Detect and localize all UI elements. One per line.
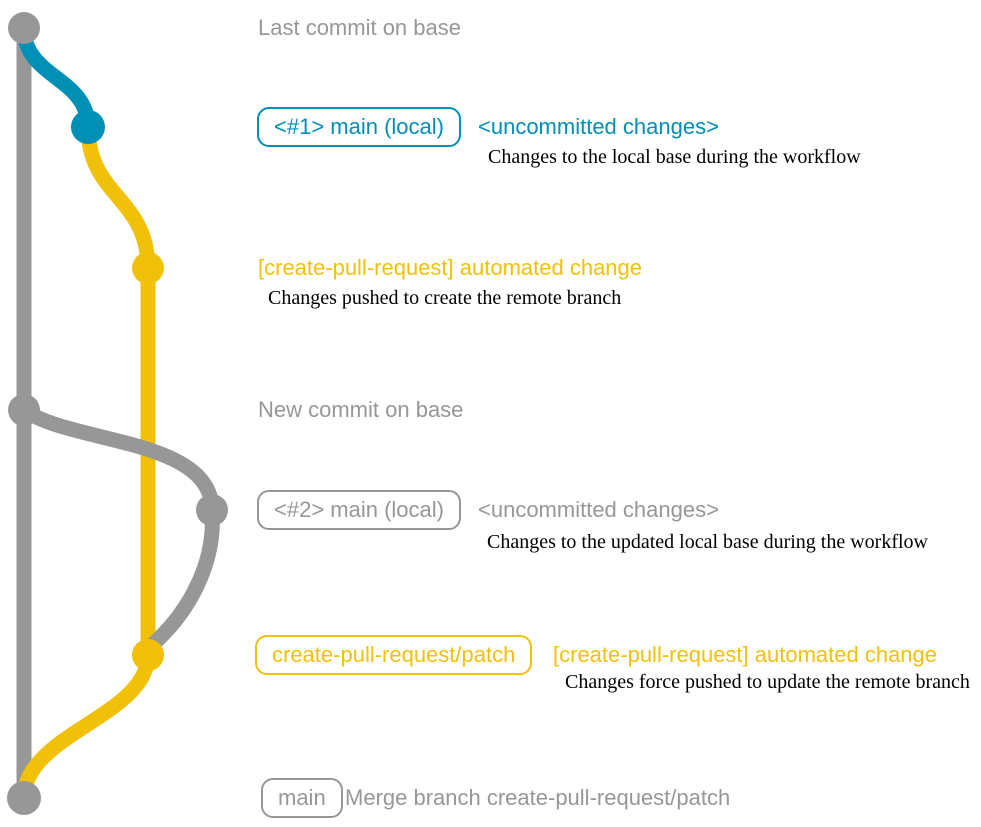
commit-message-merge-commit: Merge branch create-pull-request/patch (345, 785, 731, 810)
commit-message-local-main-1: <uncommitted changes> (478, 114, 719, 139)
commit-message-new-commit-on-base: New commit on base (258, 397, 464, 422)
commit-node-local-main-1 (71, 110, 105, 144)
commit-node-local-main-2 (196, 494, 228, 526)
edge-patch-merge (16, 654, 156, 799)
commit-node-last-commit-on-base (8, 12, 40, 44)
commit-note-local-main-2: Changes to the updated local base during… (487, 531, 928, 553)
branch-label-local-main-1: <#1> main (local) (257, 107, 461, 147)
commit-note-automated-change-2: Changes force pushed to update the remot… (565, 671, 970, 693)
branch-label-main: main (261, 778, 343, 818)
commit-message-last-commit-on-base: Last commit on base (258, 15, 461, 40)
edge-local-main-1 (16, 27, 96, 128)
commit-note-local-main-1: Changes to the local base during the wor… (488, 146, 861, 168)
commit-message-local-main-2: <uncommitted changes> (478, 497, 719, 522)
edge-patch-branch (80, 126, 156, 655)
commit-node-automated-change-2 (132, 639, 164, 671)
branch-label-patch: create-pull-request/patch (255, 635, 533, 675)
commit-node-merge-commit (7, 781, 41, 815)
commit-message-automated-change-2: [create-pull-request] automated change (553, 642, 938, 667)
commit-node-automated-change-1 (132, 252, 164, 284)
commit-message-automated-change-1: [create-pull-request] automated change (258, 255, 643, 280)
commit-note-automated-change-1: Changes pushed to create the remote bran… (268, 287, 622, 309)
commit-node-new-commit-on-base (8, 394, 40, 426)
edge-local-main-2 (19, 403, 220, 653)
branch-label-local-main-2: <#2> main (local) (257, 490, 461, 530)
